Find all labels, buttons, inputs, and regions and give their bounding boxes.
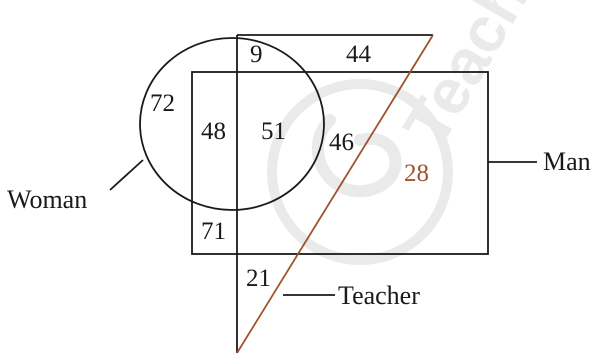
- man-rectangle: [191, 71, 489, 255]
- region-man-teacher: 46: [329, 129, 354, 156]
- region-teacher-woman: 9: [250, 41, 263, 68]
- region-woman-man-teacher: 51: [261, 118, 286, 145]
- watermark-text: Teach: [390, 0, 542, 157]
- watermark-emblem-swirl: [311, 114, 402, 198]
- region-man-only: 28: [404, 160, 429, 187]
- region-woman-only: 72: [150, 90, 175, 117]
- watermark-emblem: [267, 79, 453, 265]
- teacher-triangle: [236, 34, 434, 354]
- region-teacher-only-top: 44: [346, 41, 372, 68]
- region-teacher-only-bottom: 21: [246, 265, 271, 292]
- watermark: Teach: [267, 0, 542, 265]
- region-woman-man: 48: [201, 118, 226, 145]
- region-man-woman-lower: 71: [201, 218, 226, 245]
- woman-circle: [139, 37, 325, 211]
- woman-leader-line: [109, 159, 144, 191]
- woman-label: Woman: [7, 185, 87, 214]
- man-label: Man: [543, 147, 591, 176]
- teacher-triangle-hypotenuse: [236, 34, 434, 354]
- teacher-label: Teacher: [338, 281, 420, 310]
